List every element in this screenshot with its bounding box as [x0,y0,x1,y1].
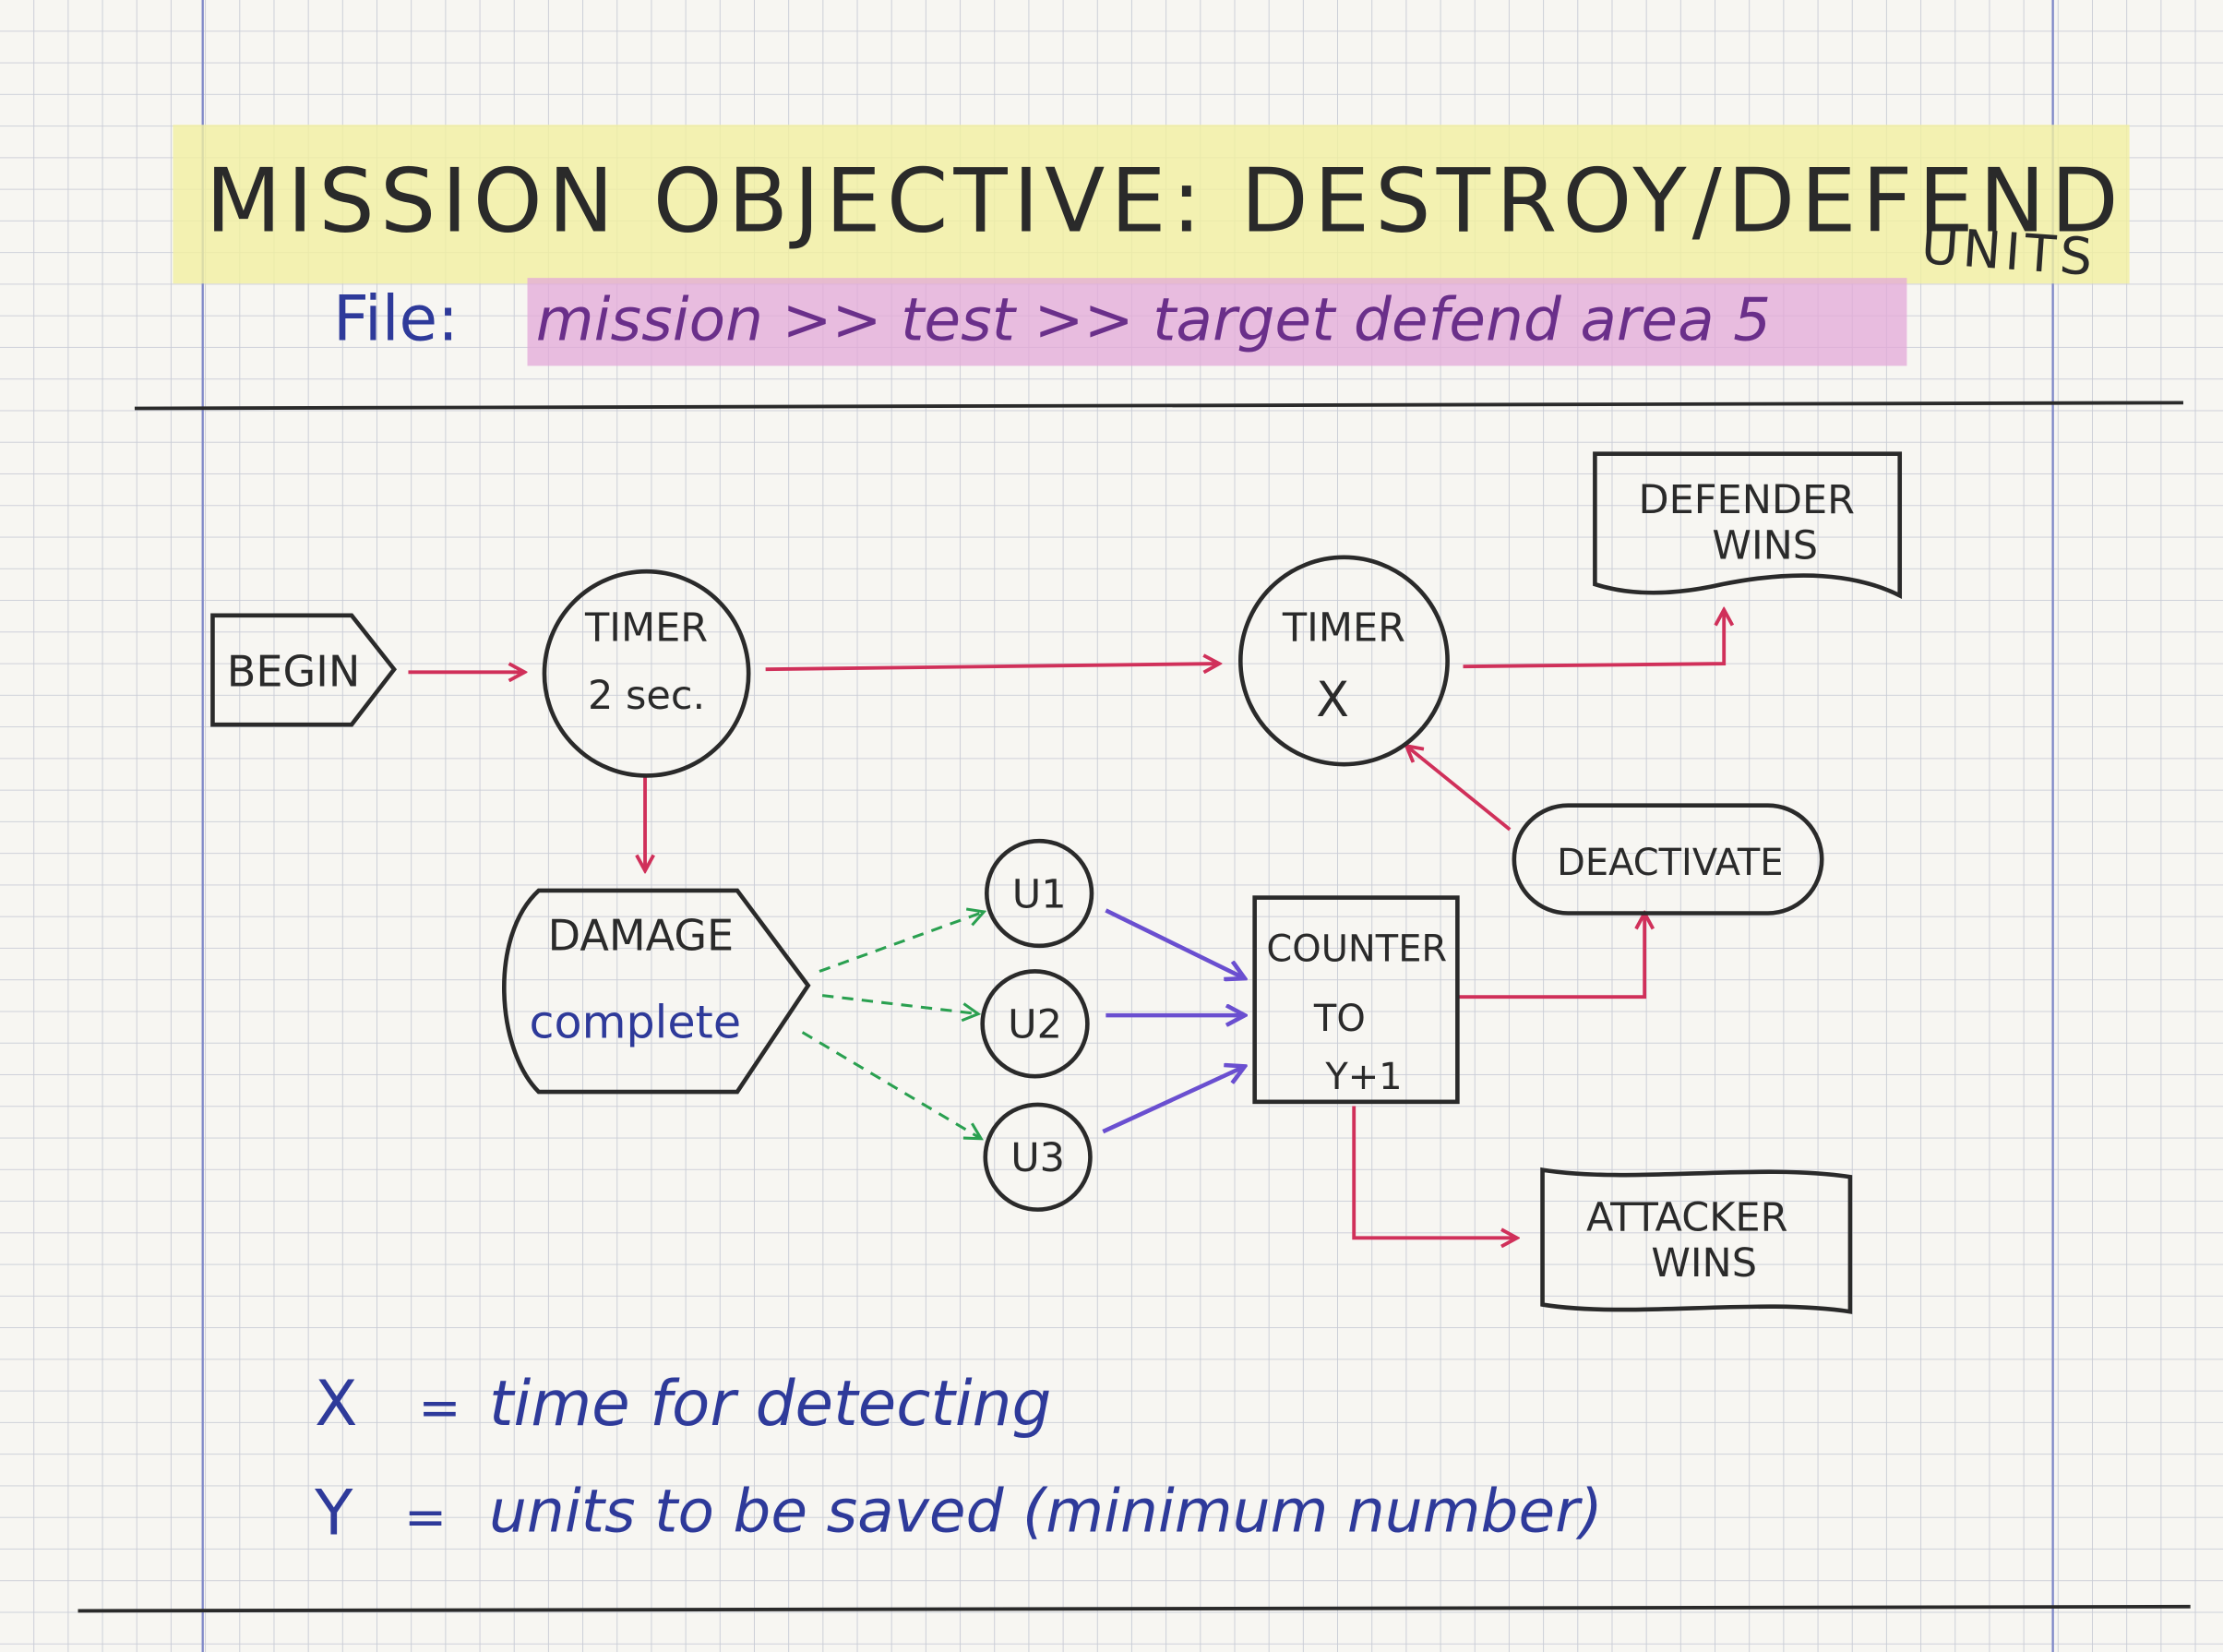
legend-y-eq: = [404,1488,447,1547]
attacker-label: ATTACKER [1586,1195,1787,1241]
attacker-wins-node: ATTACKER WINS [1540,1167,1853,1314]
counter-to: TO [1313,998,1366,1040]
damage-complete-node: DAMAGE complete [502,888,811,1095]
file-highlight [527,278,1907,366]
arrow-u3-to-counter [1102,1066,1245,1134]
unit-u1: U1 [984,838,1094,949]
u3-label: U3 [1010,1135,1065,1181]
timer-label: TIMER [584,605,708,651]
timer-x-value: X [1316,673,1349,728]
legend-x-var: X [315,1367,357,1440]
title: MISSION OBJECTIVE: DESTROY/DEFEND [206,150,2124,252]
defender-wins-label: WINS [1712,522,1818,569]
u1-label: U1 [1012,871,1067,917]
legend-x-desc: time for detecting [489,1367,1051,1440]
unit-u2: U2 [980,969,1090,1079]
defender-label: DEFENDER [1639,477,1856,523]
defender-wins-node: DEFENDER WINS [1593,451,1903,600]
deactivate-node: DEACTIVATE [1512,803,1824,916]
legend: X = time for detecting Y = units to be s… [314,1367,1603,1549]
u2-label: U2 [1008,1002,1062,1048]
arrow-u1-to-counter [1105,908,1245,978]
deactivate-label: DEACTIVATE [1557,842,1783,884]
damage-status: complete [529,996,741,1049]
arrow-counter-to-attacker-wins [1352,1106,1517,1238]
damage-label: DAMAGE [548,910,734,960]
unit-u3: U3 [983,1102,1093,1212]
arrow-damage-to-u2 [821,994,978,1014]
begin-node: BEGIN [210,613,398,727]
begin-label: BEGIN [227,647,360,697]
legend-y-var: Y [314,1476,353,1549]
counter-target: Y+1 [1324,1056,1402,1098]
arrow-damage-to-u1 [819,912,984,973]
counter-label: COUNTER [1266,928,1447,971]
file-label: File: [333,282,459,355]
timer-x-node: TIMER X [1238,555,1450,767]
arrow-damage-to-u3 [801,1031,982,1139]
header-divider [134,401,2183,411]
legend-y-desc: units to be saved (minimum number) [489,1477,1603,1546]
timer-x-label: TIMER [1282,605,1405,651]
arrow-deactivate-to-timerx [1406,746,1512,832]
arrow-counter-to-deactivate [1457,913,1644,1000]
arrow-timer-to-timerx [765,664,1220,669]
file-path: mission >> test >> target defend area 5 [536,286,1771,355]
attacker-wins-label: WINS [1651,1240,1757,1287]
timer-duration: 2 sec. [588,673,705,719]
timer-2sec-node: TIMER 2 sec. [542,569,751,778]
footer-divider [78,1604,2191,1613]
title-suffix: UNITS [1919,217,2098,288]
arrow-timerx-to-defender-wins [1463,610,1725,669]
legend-x-eq: = [418,1379,460,1438]
counter-node: COUNTER TO Y+1 [1252,895,1460,1105]
title-highlight [173,125,2130,284]
